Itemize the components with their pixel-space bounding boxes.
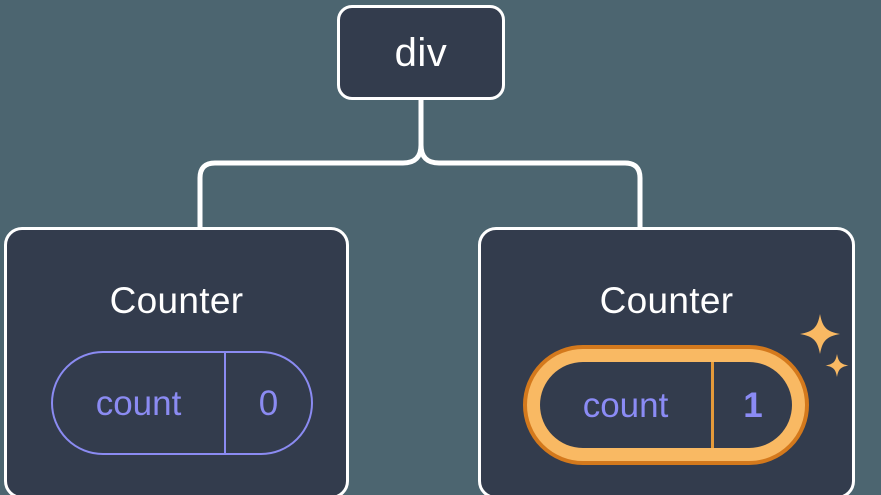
component-card-counter-1[interactable]: Counter count 0 xyxy=(4,227,349,495)
component-title: Counter xyxy=(599,280,734,321)
state-value-label: 0 xyxy=(224,353,311,453)
state-pill-count[interactable]: count 0 xyxy=(51,351,313,455)
state-value-label: 1 xyxy=(711,362,792,448)
component-card-counter-2[interactable]: Counter count 1 xyxy=(478,227,855,495)
node-div-label: div xyxy=(394,30,448,75)
component-title: Counter xyxy=(109,280,244,321)
state-key-label: count xyxy=(582,385,669,425)
state-pill-inner: count 1 xyxy=(540,362,792,448)
state-key-label: count xyxy=(95,383,182,423)
node-div[interactable]: div xyxy=(337,5,505,100)
state-pill-count-highlighted[interactable]: count 1 xyxy=(523,345,809,465)
